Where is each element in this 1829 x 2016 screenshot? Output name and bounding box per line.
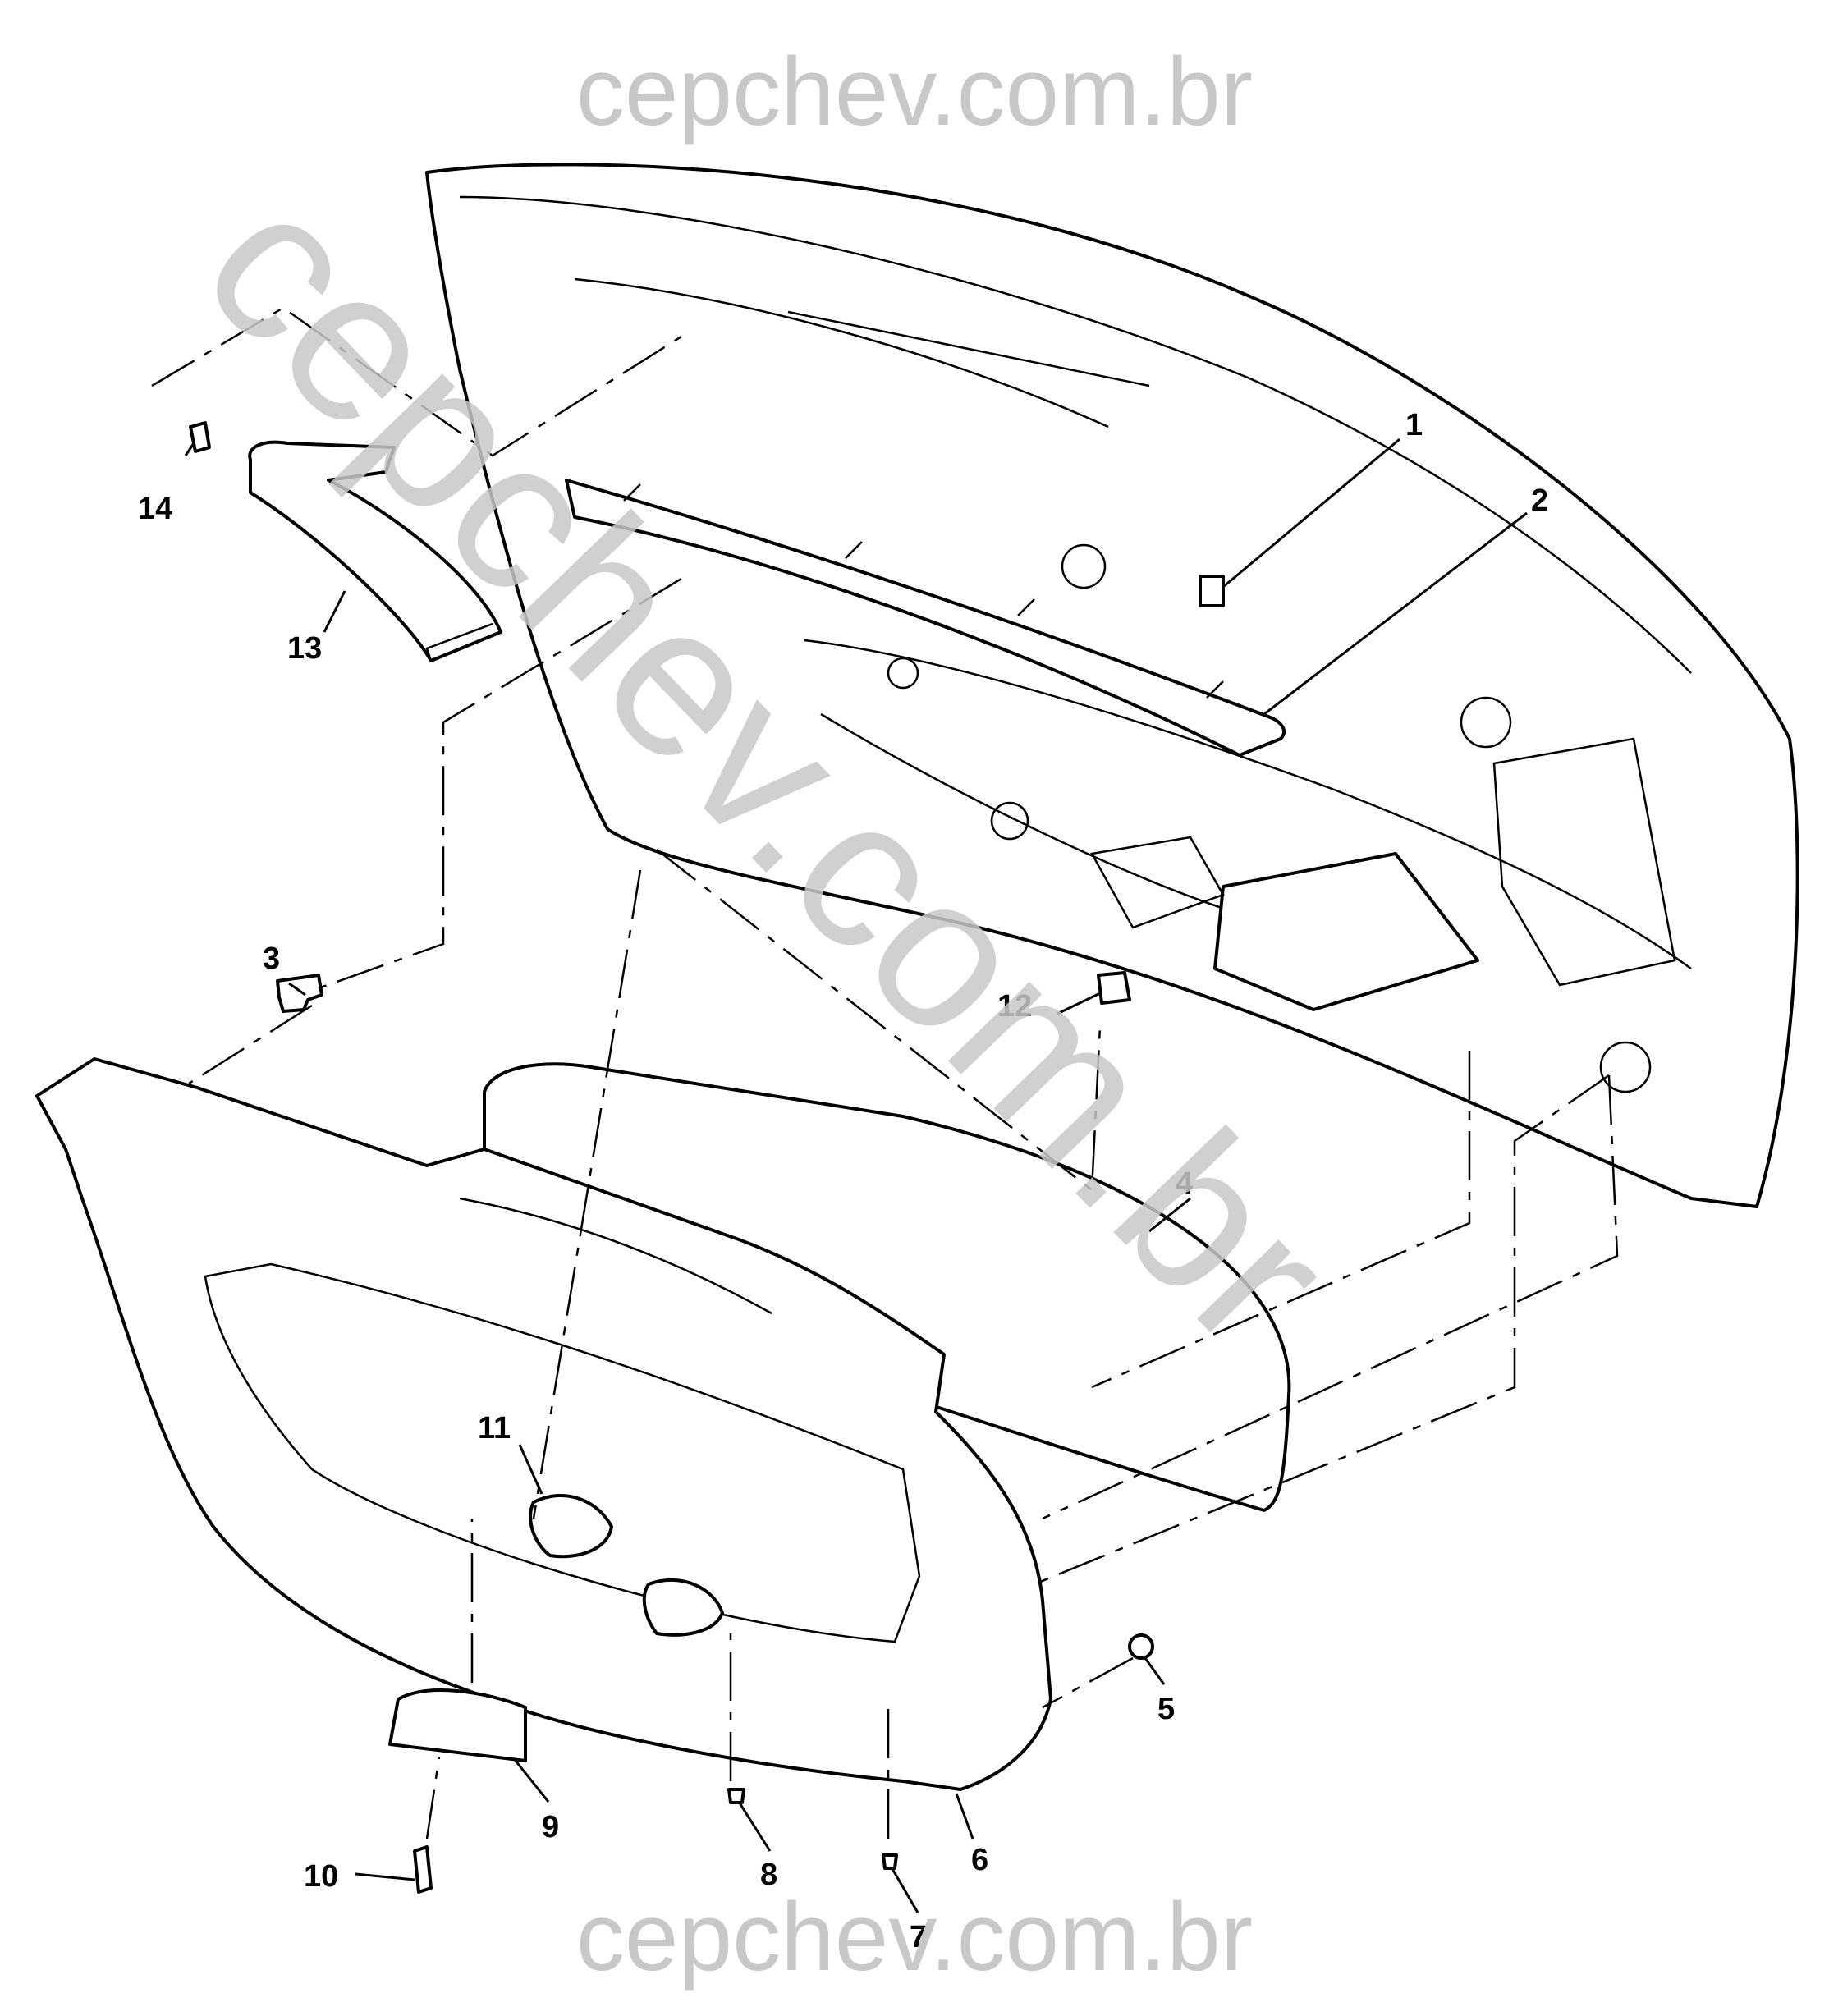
callout-4: 4 [1176,1166,1193,1201]
watermark-bottom: cepchev.com.br [576,1883,1253,1991]
main-trim-panel-part-6 [35,1057,1052,1791]
callout-6: 6 [971,1843,988,1877]
callout-1: 1 [1405,408,1423,442]
callout-13: 13 [287,631,322,666]
callout-11: 11 [478,1411,511,1446]
clip-part-12 [1097,971,1131,1005]
callout-2: 2 [1531,483,1548,518]
callout-3: 3 [263,942,280,976]
fasteners [413,1633,1154,1894]
callout-14: 14 [138,492,172,526]
fastener-part-8 [727,1788,745,1804]
callout-10: 10 [304,1859,338,1894]
clip-part-1 [1199,575,1225,607]
callout-labels: 1 2 3 4 5 6 7 8 9 10 11 12 13 14 [138,408,1548,1954]
fastener-part-7 [882,1853,898,1870]
fastener-part-5 [1128,1633,1154,1660]
side-trim-panel [248,440,502,662]
watermark-top: cepchev.com.br [576,38,1253,146]
callout-12: 12 [997,989,1032,1024]
upper-trim-panel [565,479,1286,757]
fastener-part-14 [189,421,211,453]
handle-cover-part-11 [529,1494,724,1637]
alignment-lines [151,306,1619,1840]
screw-part-10 [413,1845,433,1894]
callout-8: 8 [760,1858,777,1892]
callout-7: 7 [910,1920,927,1954]
leader-lines [184,438,1528,1913]
callout-5: 5 [1157,1692,1175,1726]
callout-9: 9 [542,1810,559,1844]
clip-part-3 [276,974,323,1013]
pull-cup-part-9 [388,1688,527,1762]
